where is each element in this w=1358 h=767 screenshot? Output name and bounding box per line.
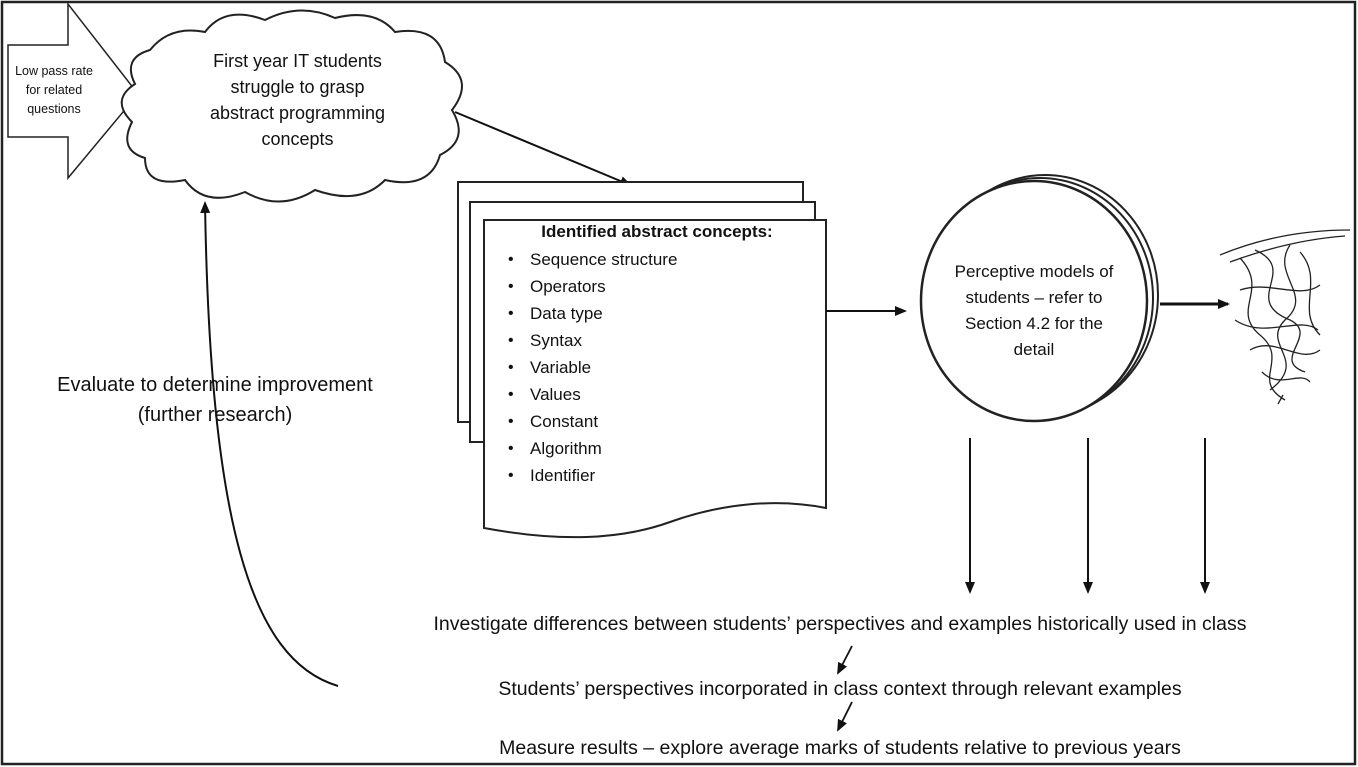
input-arrow-line: Low pass rate [15,64,93,78]
concept-item: Values [508,381,677,408]
input-block-arrow [7,1,139,181]
problem-cloud-shape [120,9,463,203]
problem-cloud-line: struggle to grasp [230,77,365,97]
problem-cloud-label: First year IT students struggle to grasp… [170,48,425,152]
evaluate-line: (further research) [137,404,293,426]
tangled-concepts-sketch [1219,229,1351,405]
concept-item: Identifier [508,462,677,489]
feedback-arrow-to-cloud [200,201,339,687]
models-circle-line: detail [1013,340,1055,359]
concept-item: Syntax [508,327,677,354]
concepts-list: Sequence structure Operators Data type S… [508,246,677,489]
concept-item: Sequence structure [508,246,677,273]
problem-cloud-line: First year IT students [213,51,382,71]
arrow-cloud-to-concepts [454,111,632,186]
models-circle-front [919,179,1149,423]
input-arrow-label: Low pass rate for related questions [10,62,98,119]
models-circle-line: Section 4.2 for the [965,314,1103,333]
problem-cloud-line: abstract programming [209,103,386,123]
concept-item: Data type [508,300,677,327]
models-circle-label: Perceptive models of students – refer to… [920,259,1148,363]
arrow-step2-to-step3 [837,701,853,732]
step-incorporate: Students’ perspectives incorporated in c… [498,678,1182,700]
concept-item: Constant [508,408,677,435]
arrow-step1-to-step2 [837,645,853,675]
evaluate-label: Evaluate to determine improvement (furth… [30,370,400,430]
models-circle-line: students – refer to [965,288,1103,307]
concepts-box-title: Identified abstract concepts: [541,222,773,241]
step-investigate: Investigate differences between students… [433,613,1247,635]
step-measure: Measure results – explore average marks … [499,737,1181,759]
input-arrow-line: for related [25,83,83,97]
concept-item: Variable [508,354,677,381]
evaluate-line: Evaluate to determine improvement [57,374,373,396]
concept-item: Algorithm [508,435,677,462]
concept-item: Operators [508,273,677,300]
problem-cloud-line: concepts [261,129,334,149]
models-circle-line: Perceptive models of [954,262,1114,281]
input-arrow-line: questions [27,102,81,116]
